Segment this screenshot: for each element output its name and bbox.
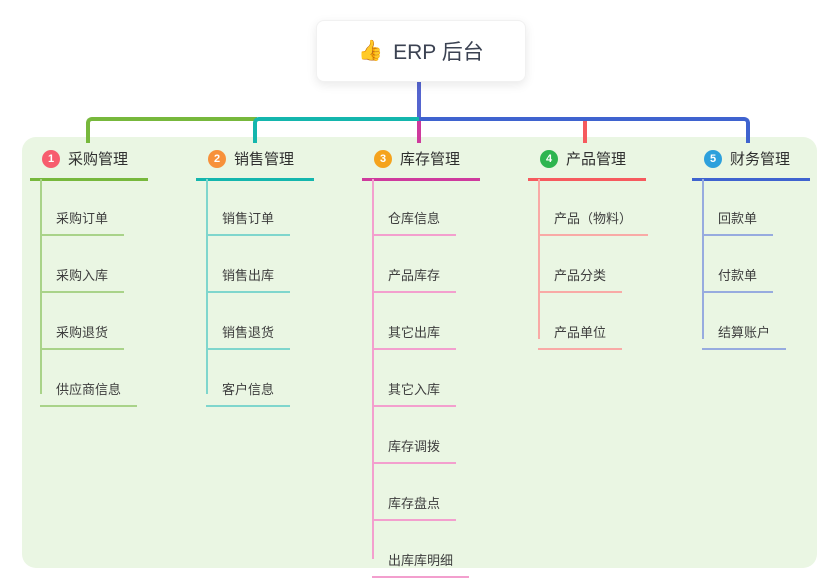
child-node-label: 客户信息: [222, 382, 275, 397]
connector-branch-3: [417, 121, 421, 143]
child-node-label: 产品分类: [554, 268, 607, 283]
child-node[interactable]: 销售出库: [206, 236, 291, 293]
child-node[interactable]: 库存盘点: [372, 464, 457, 521]
child-node-label: 其它入库: [388, 382, 441, 397]
child-node[interactable]: 出库库明细: [372, 521, 470, 578]
child-node[interactable]: 采购退货: [40, 293, 125, 350]
branch-number-badge: 5: [704, 149, 722, 168]
child-node-label: 仓库信息: [388, 211, 441, 226]
branch-label: 库存管理: [400, 151, 461, 168]
connector-branch-1: [86, 117, 257, 143]
child-node[interactable]: 产品（物料）: [538, 179, 649, 236]
child-node-label: 供应商信息: [56, 382, 122, 397]
child-node[interactable]: 销售退货: [206, 293, 291, 350]
child-node[interactable]: 产品单位: [538, 293, 623, 350]
children-connector-line: [206, 179, 208, 394]
connector-branch-2: [253, 117, 419, 143]
root-node[interactable]: 👍 ERP 后台: [316, 20, 526, 82]
branches-panel: [22, 137, 817, 568]
branch-children-5: 回款单付款单结算账户: [702, 179, 787, 350]
child-node-label: 销售出库: [222, 268, 275, 283]
thumbs-up-icon: 👍: [358, 40, 384, 62]
child-node[interactable]: 回款单: [702, 179, 774, 236]
child-node[interactable]: 其它出库: [372, 293, 457, 350]
connector-branch-4: [583, 121, 587, 143]
child-node[interactable]: 结算账户: [702, 293, 787, 350]
child-node[interactable]: 产品库存: [372, 236, 457, 293]
branch-label: 销售管理: [234, 151, 295, 168]
child-node[interactable]: 销售订单: [206, 179, 291, 236]
branch-node-4[interactable]: 4 产品管理: [528, 148, 646, 181]
branch-number-badge: 1: [42, 149, 60, 168]
branch-node-2[interactable]: 2 销售管理: [196, 148, 314, 181]
child-node-label: 产品单位: [554, 325, 607, 340]
children-connector-line: [702, 179, 704, 339]
child-node-label: 库存调拨: [388, 439, 441, 454]
branch-number-badge: 3: [374, 149, 392, 168]
child-node-label: 采购退货: [56, 325, 109, 340]
branch-number-badge: 4: [540, 149, 558, 168]
branch-children-3: 仓库信息产品库存其它出库其它入库库存调拨库存盘点出库库明细: [372, 179, 470, 578]
child-node[interactable]: 采购订单: [40, 179, 125, 236]
branch-label: 财务管理: [730, 151, 791, 168]
child-node-label: 付款单: [718, 268, 758, 283]
child-node[interactable]: 其它入库: [372, 350, 457, 407]
connector-root-drop: [417, 80, 421, 117]
child-node[interactable]: 客户信息: [206, 350, 291, 407]
branch-node-3[interactable]: 3 库存管理: [362, 148, 480, 181]
child-node-label: 产品（物料）: [554, 211, 633, 226]
branch-number-badge: 2: [208, 149, 226, 168]
branch-children-1: 采购订单采购入库采购退货供应商信息: [40, 179, 138, 407]
branch-label: 采购管理: [68, 151, 129, 168]
child-node[interactable]: 付款单: [702, 236, 774, 293]
branch-children-4: 产品（物料） 产品分类产品单位: [538, 179, 649, 350]
child-node[interactable]: 库存调拨: [372, 407, 457, 464]
children-connector-line: [40, 179, 42, 394]
child-node-label: 产品库存: [388, 268, 441, 283]
root-node-label: ERP 后台: [393, 41, 484, 64]
branch-node-1[interactable]: 1 采购管理: [30, 148, 148, 181]
child-node-label: 库存盘点: [388, 496, 441, 511]
child-node-label: 采购入库: [56, 268, 109, 283]
children-connector-line: [538, 179, 540, 339]
branch-label: 产品管理: [566, 151, 627, 168]
children-connector-line: [372, 179, 374, 559]
branch-children-2: 销售订单销售出库销售退货客户信息: [206, 179, 291, 407]
child-node[interactable]: 供应商信息: [40, 350, 138, 407]
child-node[interactable]: 产品分类: [538, 236, 623, 293]
child-node-label: 采购订单: [56, 211, 109, 226]
child-node[interactable]: 仓库信息: [372, 179, 457, 236]
child-node-label: 结算账户: [718, 325, 771, 340]
child-node-label: 其它出库: [388, 325, 441, 340]
child-node-label: 销售退货: [222, 325, 275, 340]
child-node-label: 回款单: [718, 211, 758, 226]
connector-branch-5: [419, 117, 750, 143]
child-node[interactable]: 采购入库: [40, 236, 125, 293]
child-node-label: 出库库明细: [388, 553, 454, 568]
branch-node-5[interactable]: 5 财务管理: [692, 148, 810, 181]
child-node-label: 销售订单: [222, 211, 275, 226]
